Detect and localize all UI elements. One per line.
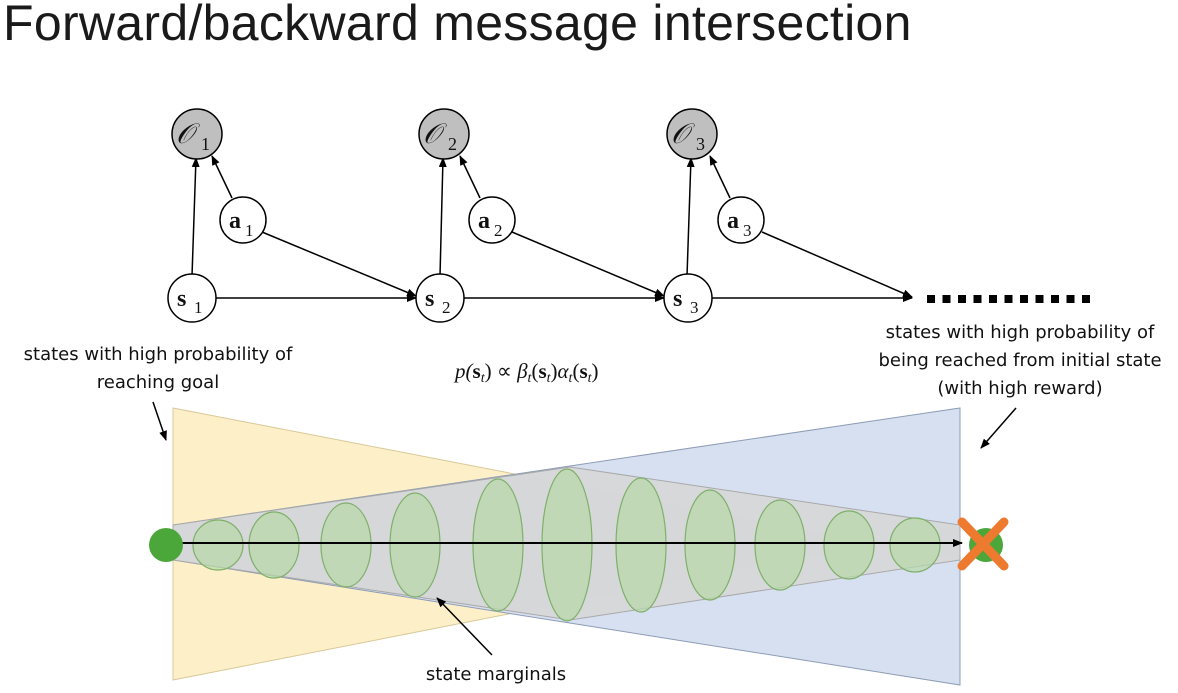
continuation-dot (973, 295, 982, 303)
state-marginal-ellipse-9 (754, 499, 806, 591)
state-marginals (192, 468, 941, 622)
state-marginal-ellipse-8 (684, 489, 736, 601)
svg-text:3: 3 (690, 298, 699, 317)
continuation-dot (1051, 295, 1059, 303)
observation-node-3: 𝒪 3 (666, 108, 718, 160)
svg-text:states with high probability o: states with high probability of (886, 322, 1155, 343)
start-dot-icon (149, 528, 183, 562)
marginal-formula: p(st) ∝ βt(st)αt(st) (453, 359, 599, 386)
state-marginal-ellipse-1 (192, 519, 244, 571)
state-marginal-ellipse-10 (823, 510, 875, 580)
observation-node-1: 𝒪 1 (171, 108, 223, 160)
state-marginal-ellipse-4 (389, 492, 441, 598)
state-node-1: s 1 (167, 273, 217, 323)
continuation-dot (1082, 295, 1090, 303)
svg-text:a: a (229, 208, 241, 234)
state-marginal-ellipse-3 (320, 502, 372, 588)
continuation-dot (1035, 295, 1044, 303)
svg-text:a: a (478, 208, 490, 234)
continuation-dot (958, 295, 966, 303)
state-marginal-ellipse-7 (615, 477, 667, 613)
observation-node-2: 𝒪 2 (418, 108, 470, 160)
state-marginal-ellipse-2 (248, 511, 300, 579)
page-title: Forward/backward message intersection (3, 0, 912, 51)
state-marginal-ellipse-5 (472, 478, 524, 612)
svg-text:s: s (425, 286, 434, 312)
svg-text:2: 2 (448, 134, 457, 154)
action-node-2: a 2 (468, 196, 516, 244)
svg-text:3: 3 (743, 221, 752, 240)
backward-annotation: states with high probability of reaching… (24, 344, 293, 393)
continuation-dot (927, 295, 935, 303)
svg-text:being reached from initial sta: being reached from initial state (878, 350, 1161, 371)
svg-text:states with high probability o: states with high probability of (24, 344, 293, 365)
svg-text:s: s (673, 286, 682, 312)
state-marginals-arrow (436, 597, 493, 656)
state-node-3: s 3 (663, 273, 713, 323)
continuation-dot (1004, 295, 1013, 303)
svg-text:3: 3 (696, 134, 705, 154)
graph-edges (191, 155, 913, 302)
state-marginal-ellipse-6 (541, 468, 593, 622)
continuation-dot (1020, 295, 1028, 303)
state-marginals-label: state marginals (426, 664, 566, 685)
svg-text:s: s (177, 286, 186, 312)
svg-text:(with high reward): (with high reward) (937, 378, 1102, 399)
svg-text:2: 2 (494, 221, 503, 240)
svg-text:reaching goal: reaching goal (97, 372, 219, 393)
svg-text:1: 1 (201, 134, 210, 154)
continuation-dot (942, 295, 951, 303)
svg-text:1: 1 (194, 298, 203, 317)
continuation-dot (1066, 295, 1075, 303)
action-node-1: a 1 (219, 196, 267, 244)
forward-annotation: states with high probability of being re… (878, 322, 1161, 399)
action-node-3: a 3 (717, 196, 765, 244)
continuation-dot (989, 295, 997, 303)
backward-annotation-arrow (152, 401, 167, 441)
continuation-dots (927, 295, 1090, 303)
svg-text:a: a (727, 208, 739, 234)
svg-text:2: 2 (442, 298, 451, 317)
state-node-2: s 2 (415, 273, 465, 323)
forward-annotation-arrow (980, 407, 1017, 449)
state-marginal-ellipse-11 (889, 517, 941, 573)
svg-text:1: 1 (245, 221, 254, 240)
goal-cross-icon (957, 517, 1009, 571)
